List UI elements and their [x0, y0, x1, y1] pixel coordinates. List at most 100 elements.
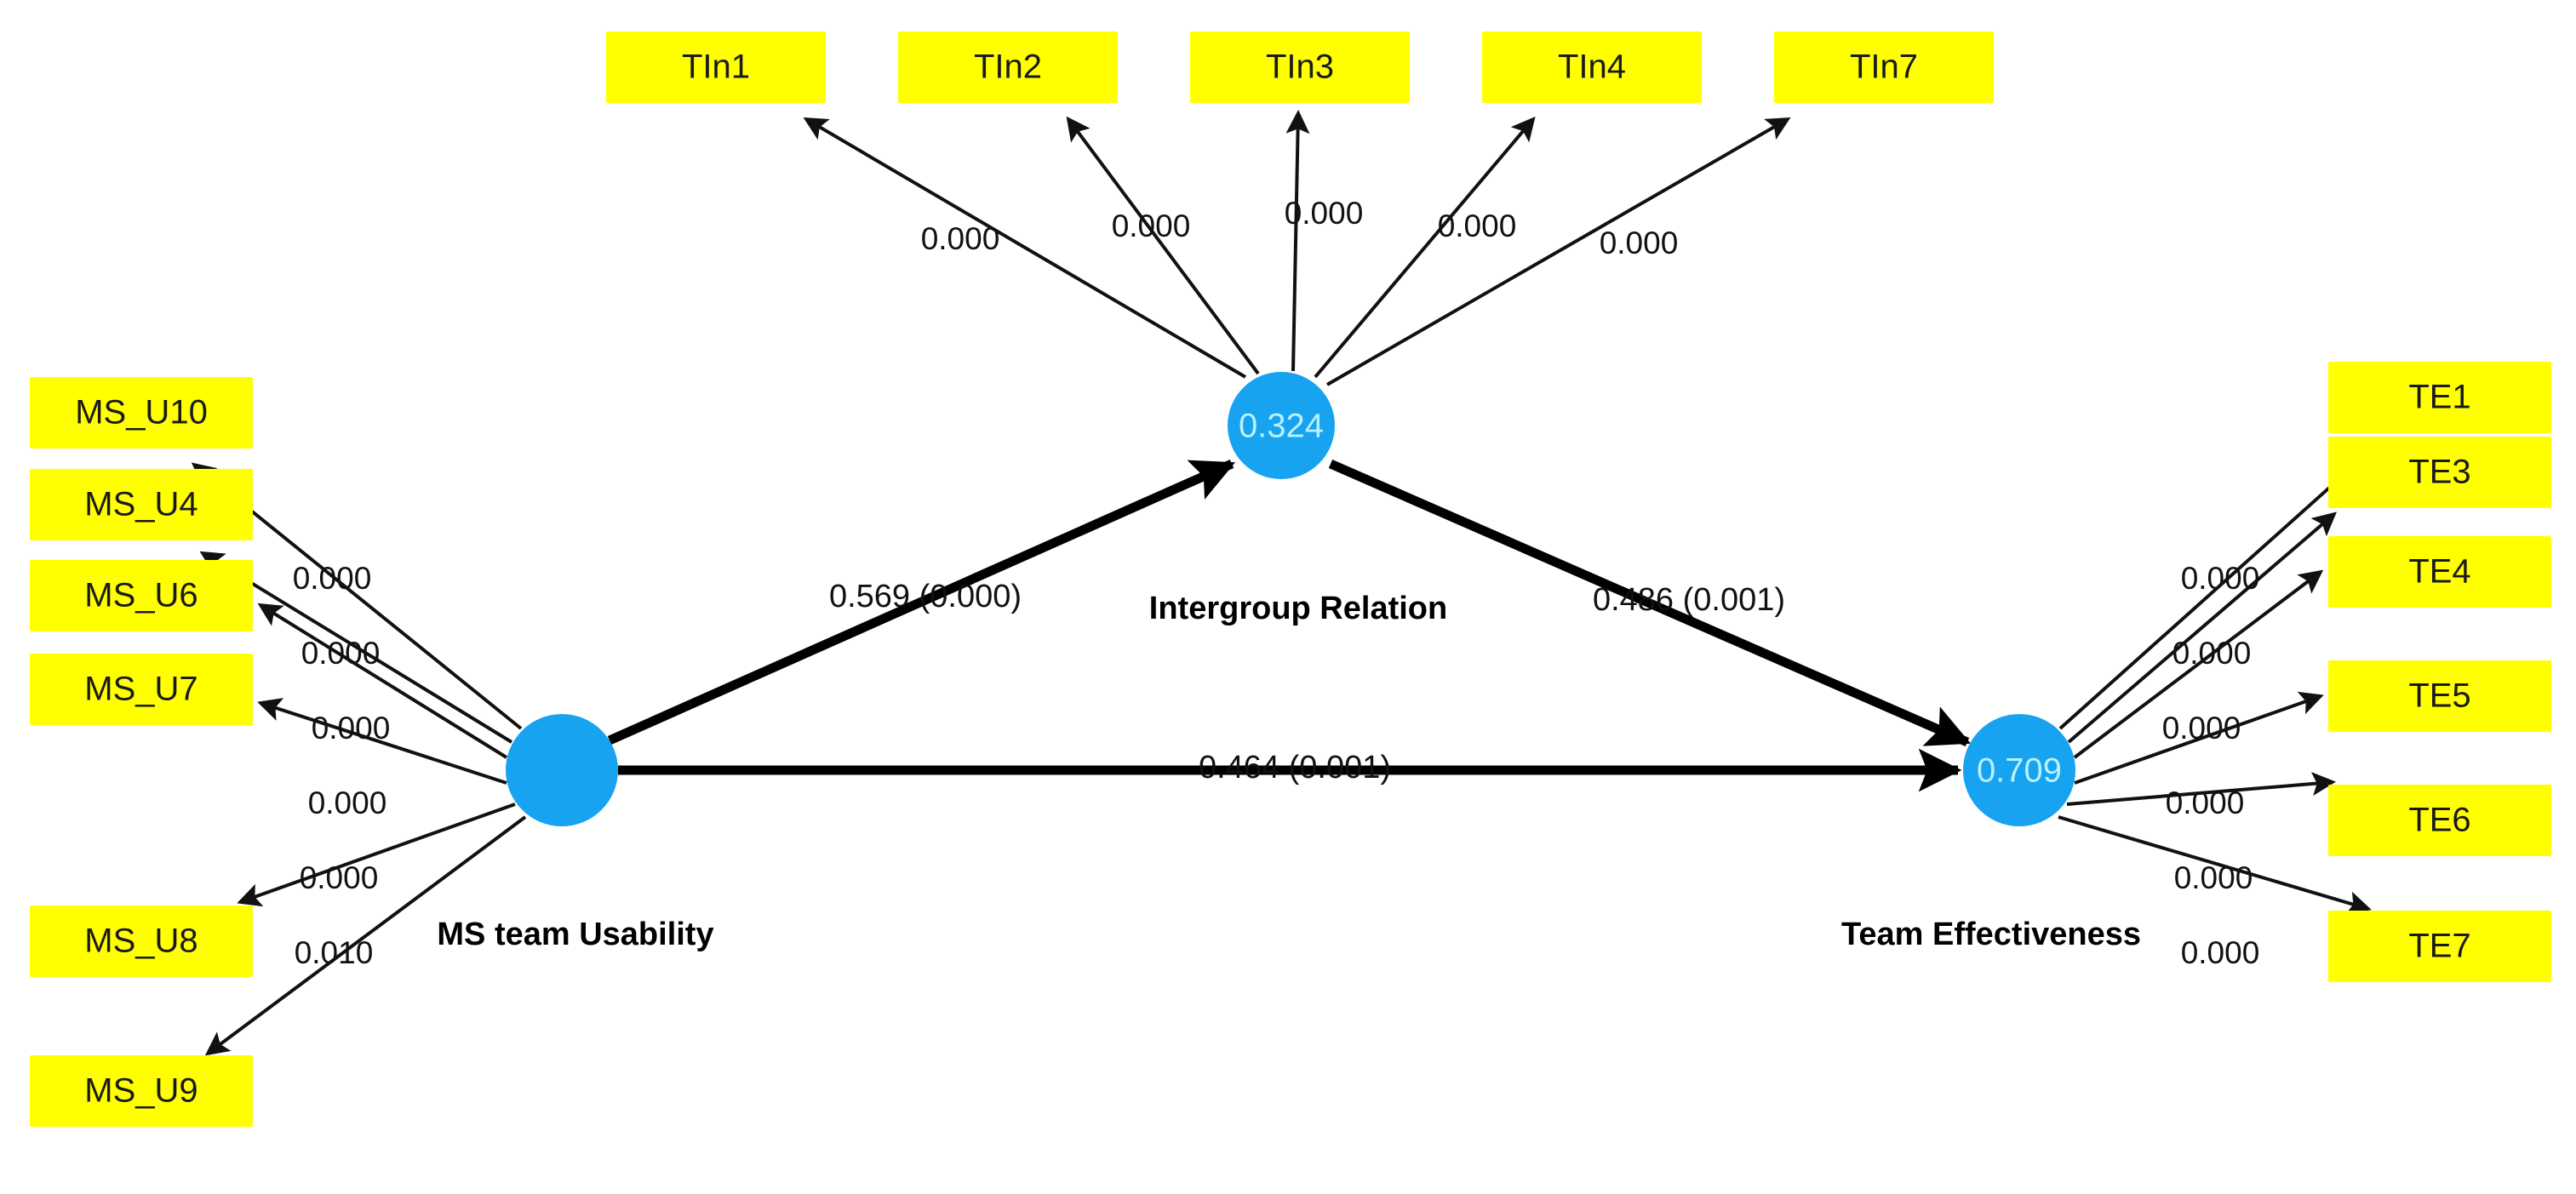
- loading-label: 0.010: [295, 935, 374, 970]
- loading-label: 0.000: [1285, 196, 1364, 231]
- indicator-box-ms-u10[interactable]: MS_U10: [30, 377, 253, 448]
- indicator-label: TIn7: [1850, 49, 1918, 86]
- latent-name-team-effectiveness: Team Effectiveness: [1841, 917, 2141, 952]
- indicator-box-te1[interactable]: TE1: [2328, 362, 2551, 433]
- indicator-label: TE1: [2408, 379, 2470, 416]
- edge-msu-msu6: [257, 603, 508, 759]
- indicator-label: MS_U10: [75, 394, 208, 431]
- indicator-box-tin7[interactable]: TIn7: [1774, 31, 1994, 103]
- indicator-group-right: TE1 TE3 TE4 TE5 TE6 TE7: [2328, 362, 2551, 982]
- latent-node-intergroup-relation[interactable]: 0.324: [1228, 372, 1335, 479]
- indicator-label: TE4: [2408, 553, 2470, 591]
- indicator-rect[interactable]: [30, 560, 253, 631]
- indicator-rect[interactable]: [2328, 437, 2551, 508]
- indicator-label: MS_U9: [84, 1072, 197, 1110]
- latent-group: 0.324 0.709: [506, 372, 2075, 826]
- indicator-label: TIn1: [682, 49, 750, 86]
- indicator-label: TIn2: [974, 49, 1042, 86]
- latent-name-ms-team-usability: MS team Usability: [437, 917, 713, 952]
- indicator-box-te3[interactable]: TE3: [2328, 437, 2551, 508]
- loading-label: 0.000: [312, 711, 391, 746]
- indicator-rect[interactable]: [606, 31, 826, 103]
- loading-labels-top: 0.000 0.000 0.000 0.000 0.000: [921, 196, 1679, 260]
- indicator-box-ms-u7[interactable]: MS_U7: [30, 654, 253, 725]
- indicator-rect[interactable]: [30, 377, 253, 448]
- edge-msu-msu4: [199, 551, 513, 744]
- indicator-box-tin3[interactable]: TIn3: [1190, 31, 1410, 103]
- indicator-label: MS_U8: [84, 923, 197, 960]
- indicator-box-te7[interactable]: TE7: [2328, 911, 2551, 982]
- indicator-box-te5[interactable]: TE5: [2328, 660, 2551, 732]
- indicator-box-tin2[interactable]: TIn2: [898, 31, 1118, 103]
- indicator-rect[interactable]: [1482, 31, 1702, 103]
- edge-te-te3: [2067, 511, 2338, 744]
- latent-circle[interactable]: [506, 714, 618, 826]
- edge-msu-msu7: [257, 698, 507, 785]
- edge-igr-tin4: [1314, 116, 1536, 379]
- indicator-rect[interactable]: [2328, 911, 2551, 982]
- loading-label: 0.000: [301, 636, 381, 671]
- edge-igr-tin2: [1066, 116, 1260, 375]
- indicator-rect[interactable]: [30, 469, 253, 540]
- loading-label: 0.000: [2181, 935, 2260, 970]
- edge-msu-msu9: [204, 815, 527, 1056]
- loading-labels-right: 0.000 0.000 0.000 0.000 0.000 0.000: [2162, 561, 2260, 970]
- indicator-label: MS_U6: [84, 577, 197, 614]
- edge-msu-msu8: [237, 803, 516, 907]
- indicator-label: TE7: [2408, 928, 2470, 965]
- loading-label: 0.000: [1112, 209, 1191, 243]
- measurement-edges-intergroup: [803, 110, 1791, 386]
- indicator-box-tin4[interactable]: TIn4: [1482, 31, 1702, 103]
- indicator-rect[interactable]: [30, 1055, 253, 1127]
- indicator-box-ms-u6[interactable]: MS_U6: [30, 560, 253, 631]
- edge-igr-tin3: [1285, 110, 1310, 372]
- latent-r-squared-value: 0.709: [1977, 752, 2062, 790]
- indicator-rect[interactable]: [1774, 31, 1994, 103]
- edge-te-te4: [2073, 569, 2324, 759]
- indicator-rect[interactable]: [2328, 362, 2551, 433]
- latent-name-group: MS team Usability Intergroup Relation Te…: [437, 591, 2141, 952]
- latent-name-intergroup-relation: Intergroup Relation: [1149, 591, 1447, 626]
- indicator-label: MS_U7: [84, 671, 197, 708]
- loading-labels-left: 0.000 0.000 0.000 0.000 0.000 0.010: [293, 561, 391, 970]
- indicator-rect[interactable]: [2328, 536, 2551, 608]
- loading-label: 0.000: [2174, 860, 2253, 895]
- indicator-group-left: MS_U10 MS_U4 MS_U6 MS_U7 MS_U8 MS_U9: [30, 377, 253, 1127]
- edge-igr-to-te: [1328, 459, 1972, 747]
- indicator-box-te4[interactable]: TE4: [2328, 536, 2551, 608]
- edge-te-te6: [2066, 772, 2336, 806]
- latent-node-team-effectiveness[interactable]: 0.709: [1963, 714, 2075, 826]
- loading-label: 0.000: [1600, 226, 1679, 260]
- path-label-msu-te: 0.464 (0.001): [1199, 750, 1391, 786]
- latent-r-squared-value: 0.324: [1239, 408, 1324, 445]
- path-label-msu-igr: 0.569 (0.000): [829, 579, 1022, 614]
- path-labels: 0.569 (0.000) 0.486 (0.001) 0.464 (0.001…: [829, 579, 1785, 786]
- loading-label: 0.000: [2166, 786, 2245, 820]
- loading-label: 0.000: [293, 561, 372, 596]
- loading-label: 0.000: [2162, 711, 2241, 746]
- latent-circle[interactable]: [1963, 714, 2075, 826]
- indicator-box-ms-u9[interactable]: MS_U9: [30, 1055, 253, 1127]
- loading-label: 0.000: [2181, 561, 2260, 596]
- indicator-box-ms-u4[interactable]: MS_U4: [30, 469, 253, 540]
- edge-te-te7: [2058, 815, 2372, 915]
- latent-circle[interactable]: [1228, 372, 1335, 479]
- indicator-rect[interactable]: [2328, 785, 2551, 856]
- indicator-rect[interactable]: [30, 654, 253, 725]
- indicator-rect[interactable]: [30, 905, 253, 977]
- loading-label: 0.000: [2172, 636, 2252, 671]
- edge-igr-tin7: [1326, 117, 1791, 386]
- indicator-rect[interactable]: [2328, 660, 2551, 732]
- path-label-igr-te: 0.486 (0.001): [1593, 582, 1785, 618]
- indicator-rect[interactable]: [1190, 31, 1410, 103]
- structural-edges: [607, 459, 1972, 792]
- indicator-rect[interactable]: [898, 31, 1118, 103]
- indicator-label: MS_U4: [84, 486, 197, 523]
- indicator-box-ms-u8[interactable]: MS_U8: [30, 905, 253, 977]
- indicator-box-tin1[interactable]: TIn1: [606, 31, 826, 103]
- latent-node-ms-team-usability[interactable]: [506, 714, 618, 826]
- indicator-box-te6[interactable]: TE6: [2328, 785, 2551, 856]
- edge-msu-to-igr: [607, 459, 1236, 746]
